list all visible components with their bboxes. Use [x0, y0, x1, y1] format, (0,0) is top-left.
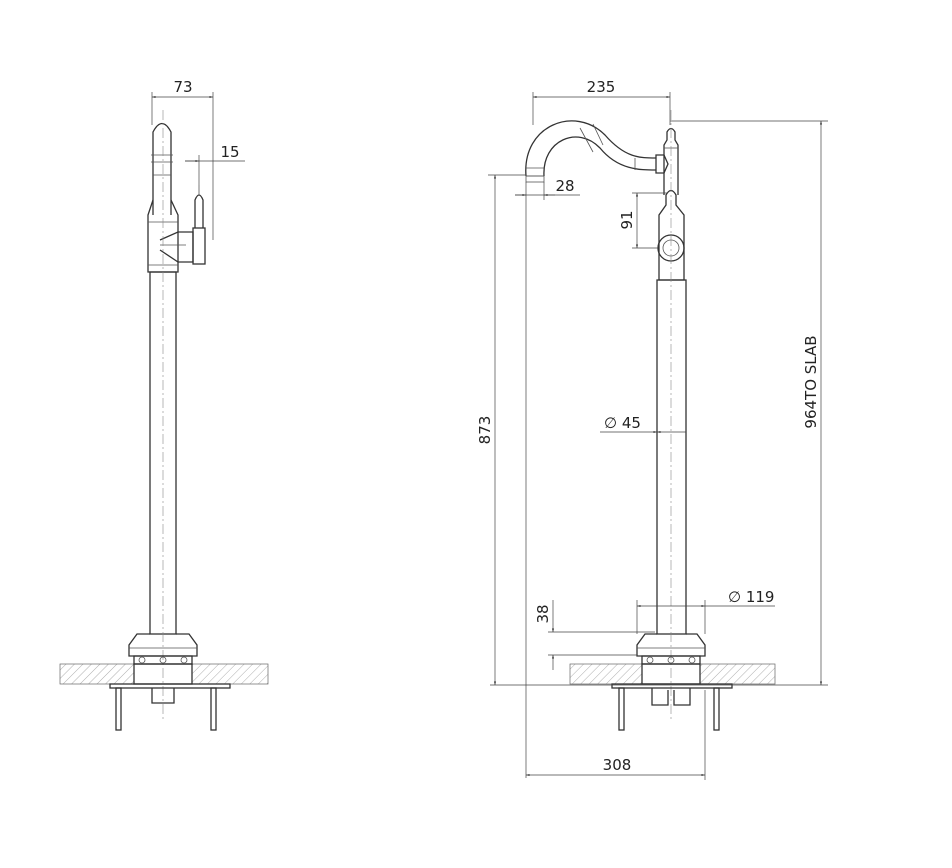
- side-tap-body: [128, 110, 206, 720]
- dim-total-height-label: 964TO SLAB: [802, 335, 820, 428]
- front-view: 235 28 873 91 ∅ 45 ∅ 119 38: [476, 78, 828, 780]
- side-slab: [59, 663, 269, 731]
- front-dimensions: 235 28 873 91 ∅ 45 ∅ 119 38: [476, 78, 828, 780]
- front-slab: [569, 663, 776, 731]
- dim-base-height-label: 38: [534, 604, 552, 623]
- dim-plate-width-label: 308: [603, 756, 632, 774]
- dim-pipe-diameter-label: ∅ 45: [604, 414, 641, 432]
- dim-spout-reach-label: 235: [587, 78, 616, 96]
- dim-spout-outlet-label: 28: [555, 177, 574, 195]
- side-dimensions: 73 15: [151, 78, 245, 240]
- dim-handle-label: 15: [220, 143, 239, 161]
- dim-handle-height-label: 91: [618, 210, 636, 229]
- dim-spout-height-label: 873: [476, 416, 494, 445]
- dim-base-diameter-label: ∅ 119: [728, 588, 774, 606]
- dim-width-label: 73: [173, 78, 192, 96]
- side-view: 73 15: [59, 78, 269, 731]
